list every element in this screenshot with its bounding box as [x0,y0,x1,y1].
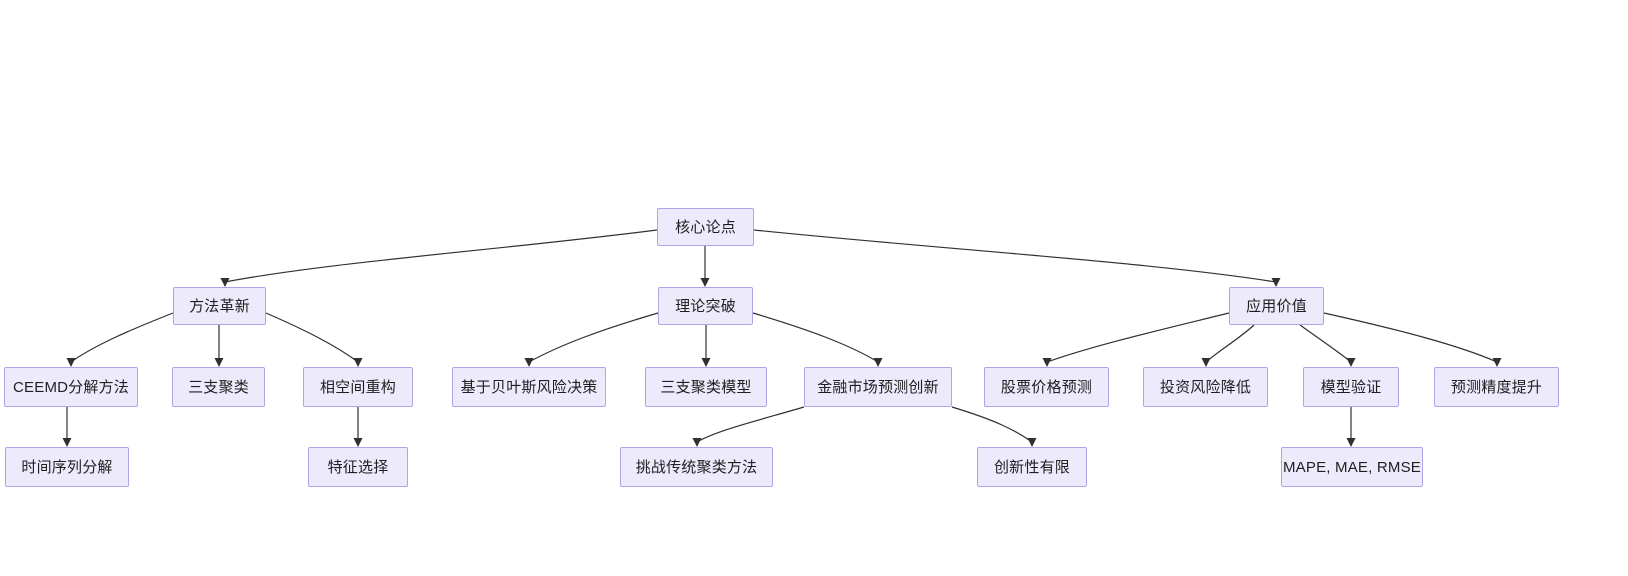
edge-n2-to-n2a [528,312,659,363]
node-n2a[interactable]: 基于贝叶斯风险决策 [452,367,606,407]
edge-n3-to-n3b [1205,324,1255,363]
edge-n2c-to-l4 [951,406,1033,443]
node-label: 方法革新 [189,297,250,315]
arrowhead-root-to-n3 [1271,278,1281,287]
node-label: 核心论点 [675,218,736,236]
edge-n2c-to-l3 [696,406,805,443]
node-label: 应用价值 [1246,297,1307,315]
edge-root-to-n1 [224,229,658,283]
node-label: 股票价格预测 [1000,378,1093,396]
node-n3c[interactable]: 模型验证 [1303,367,1399,407]
edge-n1-to-n1c [265,312,359,363]
node-label: 相空间重构 [319,378,396,396]
arrowhead-n2c-to-l3 [692,438,702,447]
node-l3[interactable]: 挑战传统聚类方法 [620,447,773,487]
node-n3b[interactable]: 投资风险降低 [1143,367,1268,407]
node-n2b[interactable]: 三支聚类模型 [645,367,767,407]
node-n1c[interactable]: 相空间重构 [303,367,413,407]
node-n2c[interactable]: 金融市场预测创新 [804,367,952,407]
edge-n2-to-n2c [752,312,879,363]
node-n2[interactable]: 理论突破 [658,287,753,325]
node-n3d[interactable]: 预测精度提升 [1434,367,1559,407]
node-label: 投资风险降低 [1159,378,1252,396]
edge-n3-to-n3a [1046,312,1230,363]
arrowhead-root-to-n2 [700,278,710,287]
arrowhead-n3c-to-l5 [1346,438,1356,447]
node-n3a[interactable]: 股票价格预测 [984,367,1109,407]
node-l4[interactable]: 创新性有限 [977,447,1087,487]
node-l2[interactable]: 特征选择 [308,447,408,487]
node-label: 基于贝叶斯风险决策 [460,378,598,396]
arrowhead-n2-to-n2c [873,358,883,367]
arrowhead-n2-to-n2b [701,358,711,367]
node-label: 特征选择 [327,458,389,476]
node-root[interactable]: 核心论点 [657,208,754,246]
arrowhead-n3-to-n3b [1201,358,1211,367]
node-label: 三支聚类模型 [660,378,752,396]
node-l5[interactable]: MAPE, MAE, RMSE [1281,447,1423,487]
arrowhead-n3-to-n3d [1492,358,1502,367]
arrowhead-n1-to-n1a [66,358,76,367]
arrowhead-n1a-to-l1 [62,438,72,447]
node-l1[interactable]: 时间序列分解 [5,447,129,487]
edge-n3-to-n3c [1299,324,1352,363]
arrowhead-n3-to-n3a [1042,358,1052,367]
arrowhead-n1-to-n1b [214,358,224,367]
node-label: 模型验证 [1320,378,1382,396]
node-label: 金融市场预测创新 [817,378,939,396]
node-label: 理论突破 [675,297,736,315]
node-label: 时间序列分解 [21,458,113,476]
node-label: MAPE, MAE, RMSE [1282,458,1422,476]
node-n1a[interactable]: CEEMD分解方法 [4,367,138,407]
arrowhead-root-to-n1 [220,278,230,287]
arrowhead-n1c-to-l2 [353,438,363,447]
node-n1[interactable]: 方法革新 [173,287,266,325]
arrowhead-n2c-to-l4 [1027,438,1037,447]
edge-root-to-n3 [753,229,1277,283]
arrowhead-n3-to-n3c [1346,358,1356,367]
node-label: 预测精度提升 [1450,378,1543,396]
node-label: 创新性有限 [993,458,1070,476]
node-n3[interactable]: 应用价值 [1229,287,1324,325]
edge-n1-to-n1a [70,312,174,363]
node-label: 三支聚类 [188,378,249,396]
arrowhead-n1-to-n1c [353,358,363,367]
edge-n3-to-n3d [1323,312,1498,363]
node-label: 挑战传统聚类方法 [635,458,758,476]
node-n1b[interactable]: 三支聚类 [172,367,265,407]
node-label: CEEMD分解方法 [13,378,129,396]
arrowhead-n2-to-n2a [524,358,534,367]
